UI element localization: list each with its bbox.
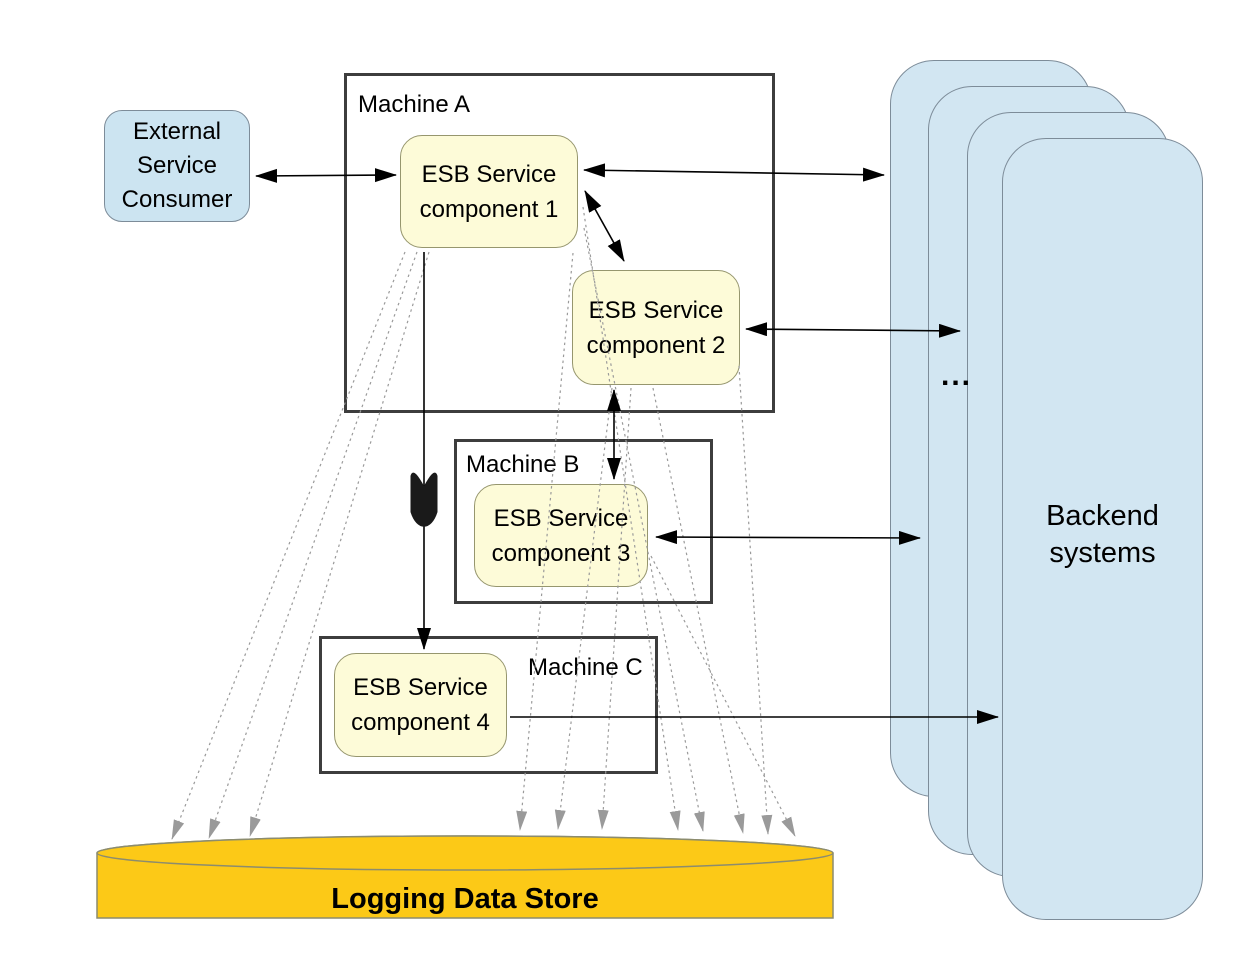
backend-card-4 <box>1002 138 1203 920</box>
esb-component-3: ESB Service component 3 <box>474 484 648 587</box>
esb-component-2: ESB Service component 2 <box>572 270 740 385</box>
queue-symbol <box>410 472 438 527</box>
esb-component-1: ESB Service component 1 <box>400 135 578 248</box>
external-service-consumer-box: External Service Consumer <box>104 110 250 222</box>
backend-more-indicator: ... <box>941 359 973 392</box>
esb-component-4: ESB Service component 4 <box>334 653 507 757</box>
backend-systems-label: Backend systems <box>1046 500 1159 569</box>
machine-c-label: Machine C <box>528 654 643 681</box>
machine-b-label: Machine B <box>466 451 580 478</box>
logging-data-store-label: Logging Data Store <box>331 883 599 915</box>
machine-a-label: Machine A <box>358 91 471 118</box>
